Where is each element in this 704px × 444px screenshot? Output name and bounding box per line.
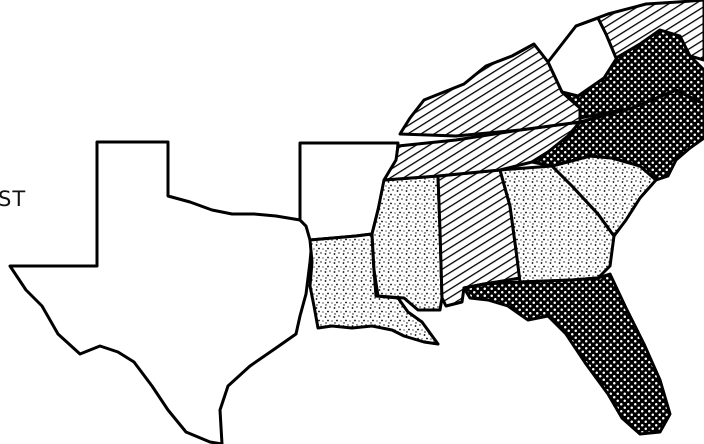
state-mississippi (370, 174, 444, 312)
state-maryland (574, 0, 704, 62)
state-kentucky (398, 42, 582, 138)
map-region-label: ST (0, 187, 27, 211)
state-florida (462, 272, 672, 436)
state-texas (8, 140, 314, 444)
